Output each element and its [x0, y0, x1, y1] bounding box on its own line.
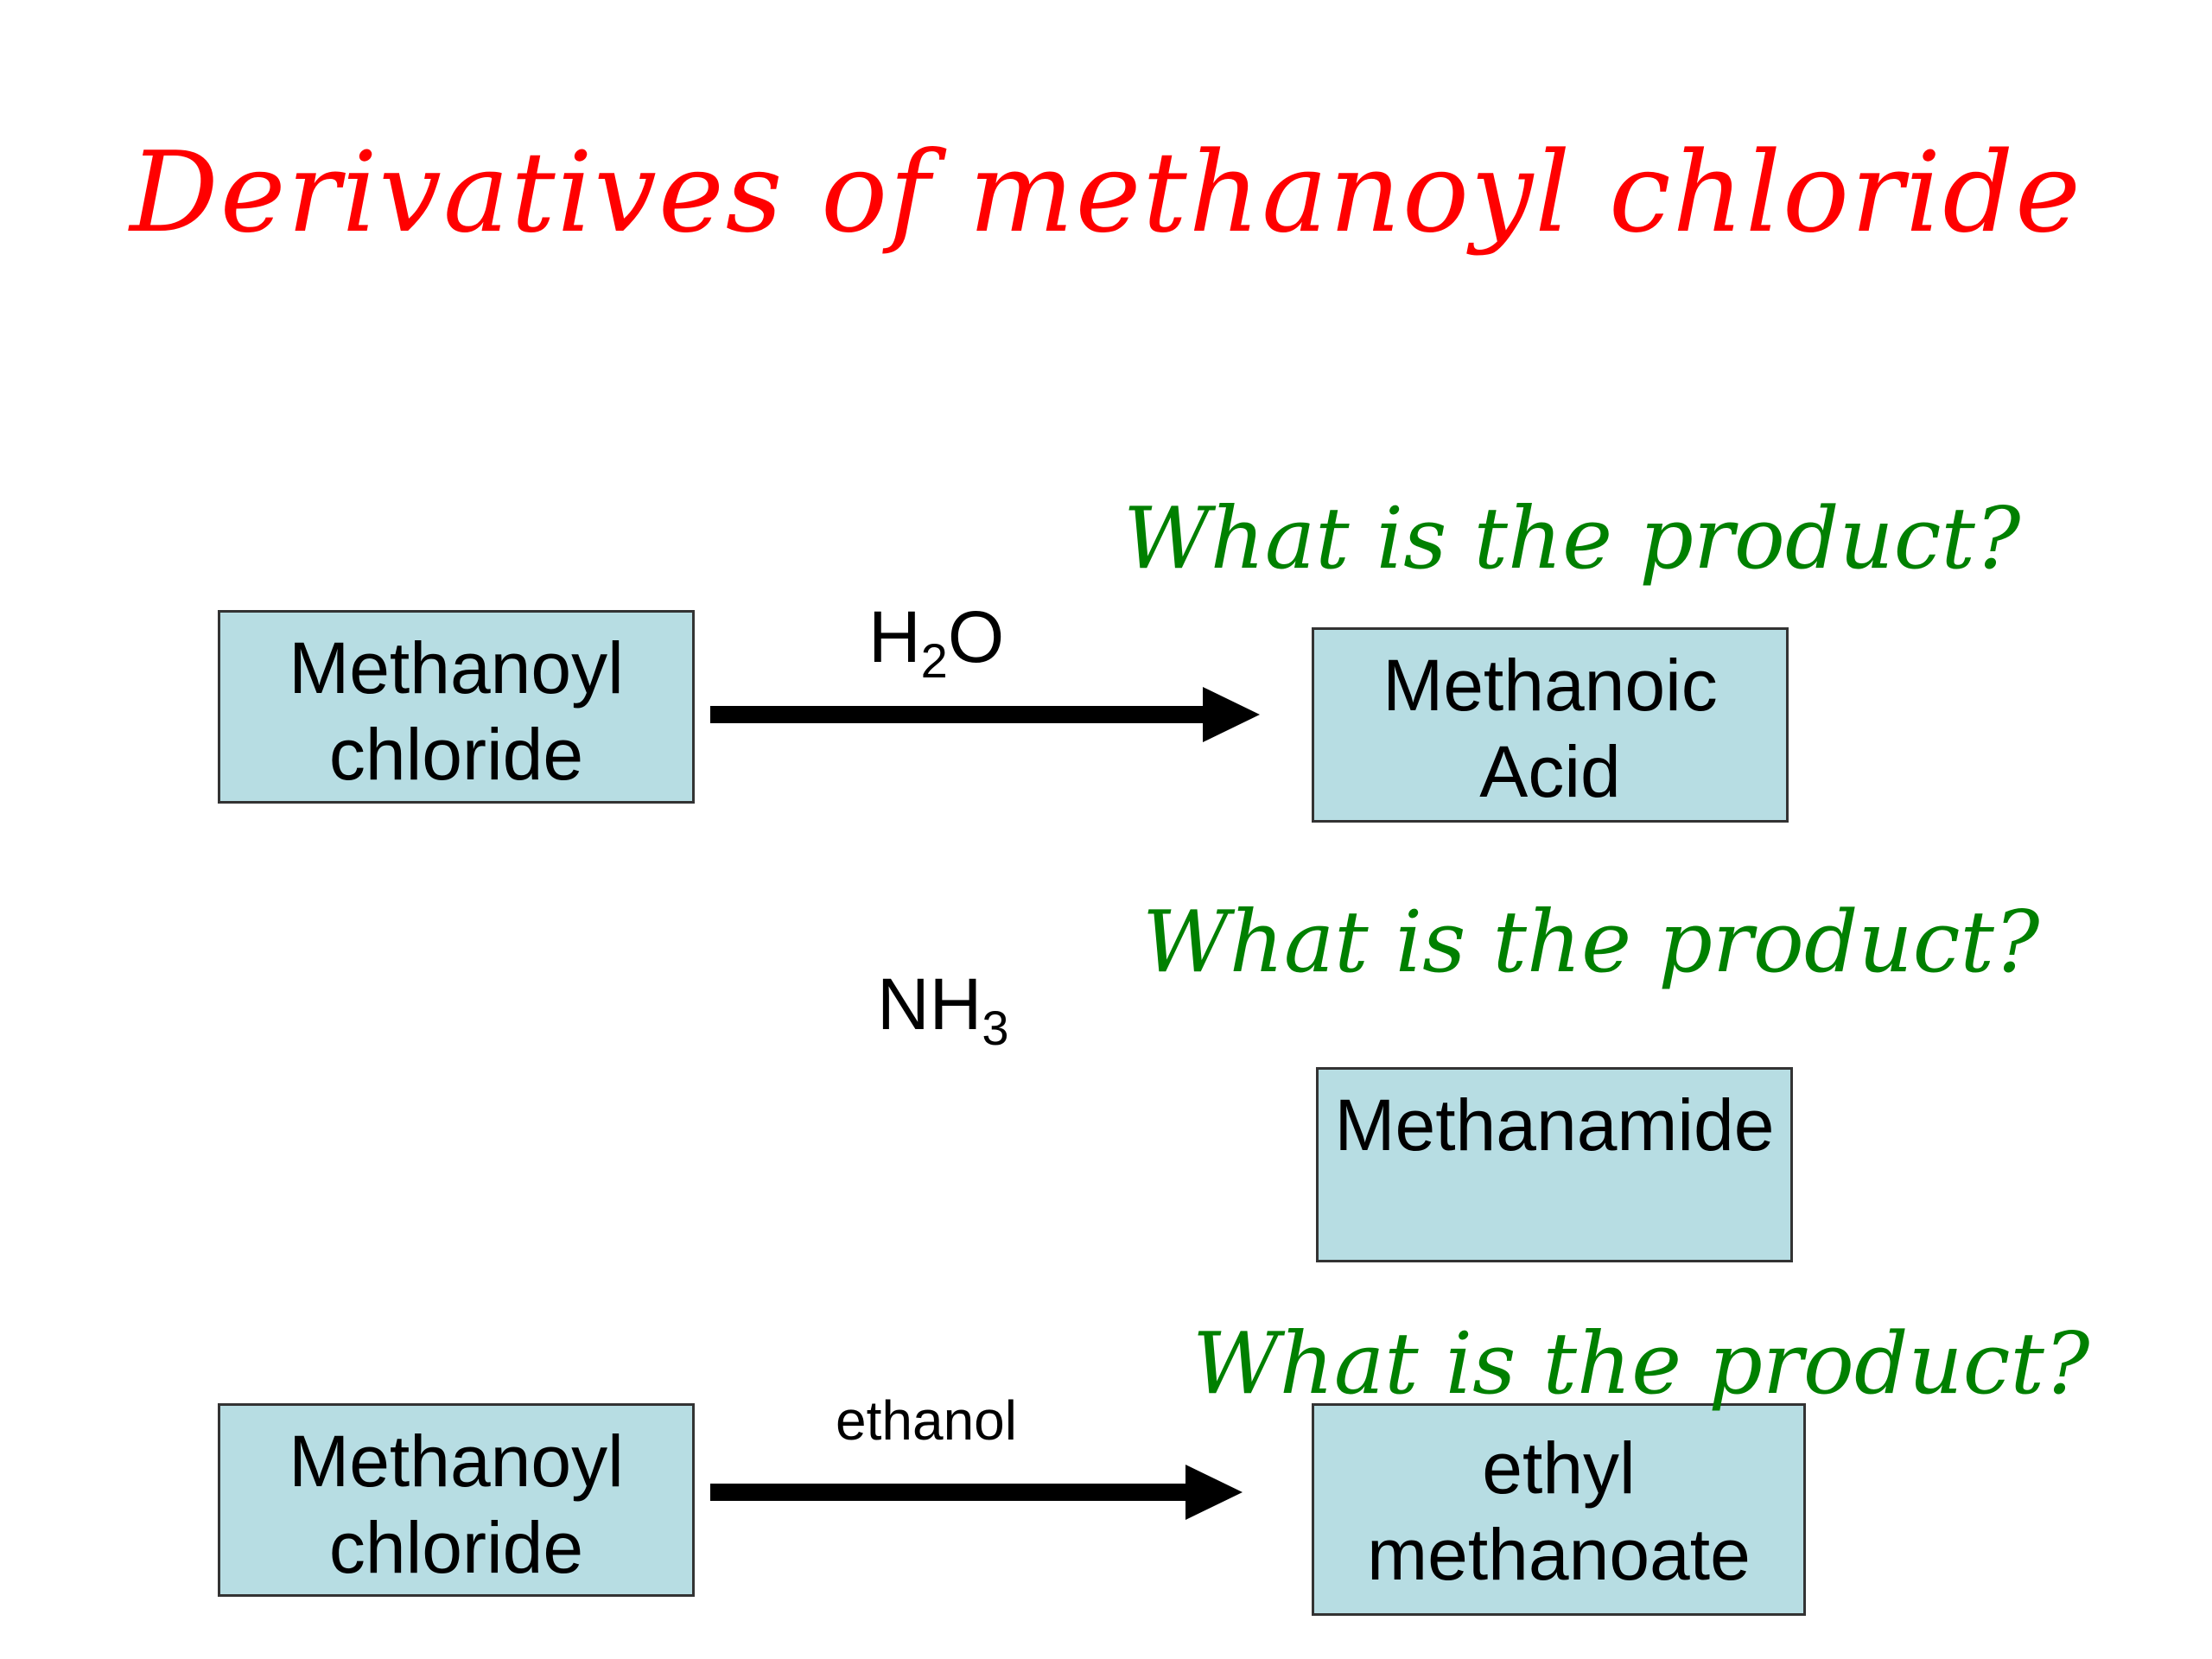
reactant-line-1: Methanoyl [289, 627, 624, 709]
reactant-box-1: Methanoyl chloride [218, 610, 695, 804]
product-line-1: ethyl [1482, 1427, 1636, 1509]
question-label-1: What is the product? [1123, 490, 2021, 588]
reagent-ammonia: NH3 [877, 963, 1009, 1055]
reactant-line-2: chloride [328, 714, 584, 795]
product-box-2: Methanamide [1316, 1067, 1793, 1262]
product-line-2: methanoate [1367, 1514, 1751, 1595]
product-box-1: Methanoic Acid [1312, 627, 1789, 823]
product-line-2: Acid [1479, 731, 1621, 812]
reagent-water: H2O [868, 596, 1005, 688]
reagent-ethanol: ethanol [836, 1389, 1017, 1452]
product-line-1: Methanoic [1382, 645, 1718, 726]
question-label-2: What is the product? [1142, 893, 2040, 992]
reactant-line-1: Methanoyl [289, 1421, 624, 1502]
product-box-3: ethyl methanoate [1312, 1403, 1806, 1616]
product-line-1: Methanamide [1334, 1084, 1775, 1166]
question-label-3: What is the product? [1192, 1315, 2090, 1414]
reactant-line-2: chloride [328, 1507, 584, 1588]
reactant-box-3: Methanoyl chloride [218, 1403, 695, 1597]
page-title: Derivatives of methanoyl chloride [130, 129, 2082, 257]
